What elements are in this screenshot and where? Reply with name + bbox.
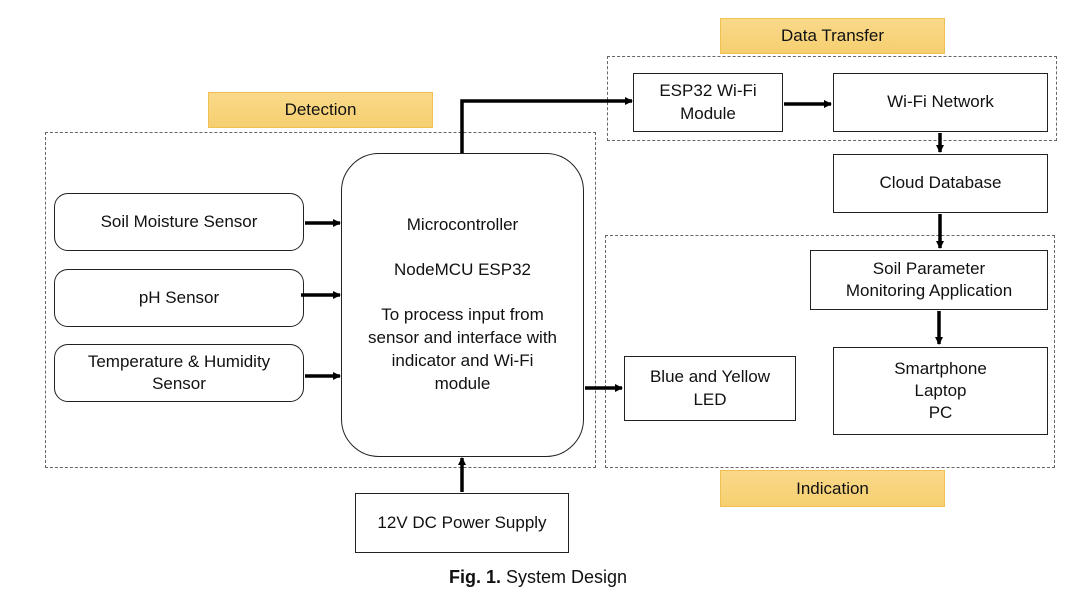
device-laptop: Laptop <box>914 380 967 400</box>
ph-sensor-text: pH Sensor <box>138 287 220 307</box>
microcontroller-title: Microcontroller <box>406 215 519 235</box>
monitoring-application-block: Soil Parameter Monitoring Application <box>810 250 1048 310</box>
soil-moisture-sensor-block: Soil Moisture Sensor <box>54 193 304 251</box>
ph-sensor-block: pH Sensor <box>54 269 304 327</box>
esp32-wifi-module-block: ESP32 Wi-Fi Module <box>633 73 783 132</box>
microcontroller-desc-4: module <box>434 373 491 393</box>
microcontroller-model: NodeMCU ESP32 <box>393 260 531 280</box>
device-smartphone: Smartphone <box>894 358 987 378</box>
microcontroller-desc-3: indicator and Wi-Fi <box>391 350 534 370</box>
soil-moisture-sensor-text: Soil Moisture Sensor <box>100 211 258 231</box>
devices-block: Smartphone Laptop PC <box>833 347 1048 435</box>
led-block: Blue and Yellow LED <box>624 356 796 421</box>
wifi-network-block: Wi-Fi Network <box>833 73 1048 132</box>
power-supply-text: 12V DC Power Supply <box>377 512 547 532</box>
led-line-1: Blue and Yellow <box>649 367 771 387</box>
figure-caption: Fig. 1. System Design <box>0 567 1076 588</box>
cloud-database-text: Cloud Database <box>879 173 1002 193</box>
microcontroller-desc-2: sensor and interface with <box>368 328 557 347</box>
caption-prefix: Fig. 1. <box>448 567 501 587</box>
detection-region <box>45 132 596 468</box>
data-transfer-label: Data Transfer <box>720 18 945 54</box>
monitoring-app-line-1: Soil Parameter <box>872 258 986 278</box>
wifi-network-text: Wi-Fi Network <box>887 92 994 112</box>
microcontroller-block: Microcontroller NodeMCU ESP32 To process… <box>341 153 584 457</box>
detection-label: Detection <box>208 92 433 128</box>
esp32-wifi-line-2: Module <box>680 103 736 123</box>
arrow-mcu-to-esp32 <box>460 97 633 153</box>
cloud-database-block: Cloud Database <box>833 154 1048 213</box>
indication-region <box>605 235 1055 468</box>
data-transfer-region <box>607 56 1057 141</box>
caption-text: System Design <box>500 567 628 587</box>
esp32-wifi-line-1: ESP32 Wi-Fi <box>659 81 757 101</box>
microcontroller-desc-1: To process input from <box>381 305 544 325</box>
temp-humidity-line-1: Temperature & Humidity <box>87 351 271 371</box>
indication-label: Indication <box>720 470 945 507</box>
temperature-humidity-sensor-block: Temperature & Humidity Sensor <box>54 344 304 402</box>
led-line-2: LED <box>693 389 727 409</box>
power-supply-block: 12V DC Power Supply <box>355 493 569 553</box>
temp-humidity-line-2: Sensor <box>152 374 206 393</box>
device-pc: PC <box>928 403 953 423</box>
monitoring-app-line-2: Monitoring Application <box>845 281 1013 300</box>
